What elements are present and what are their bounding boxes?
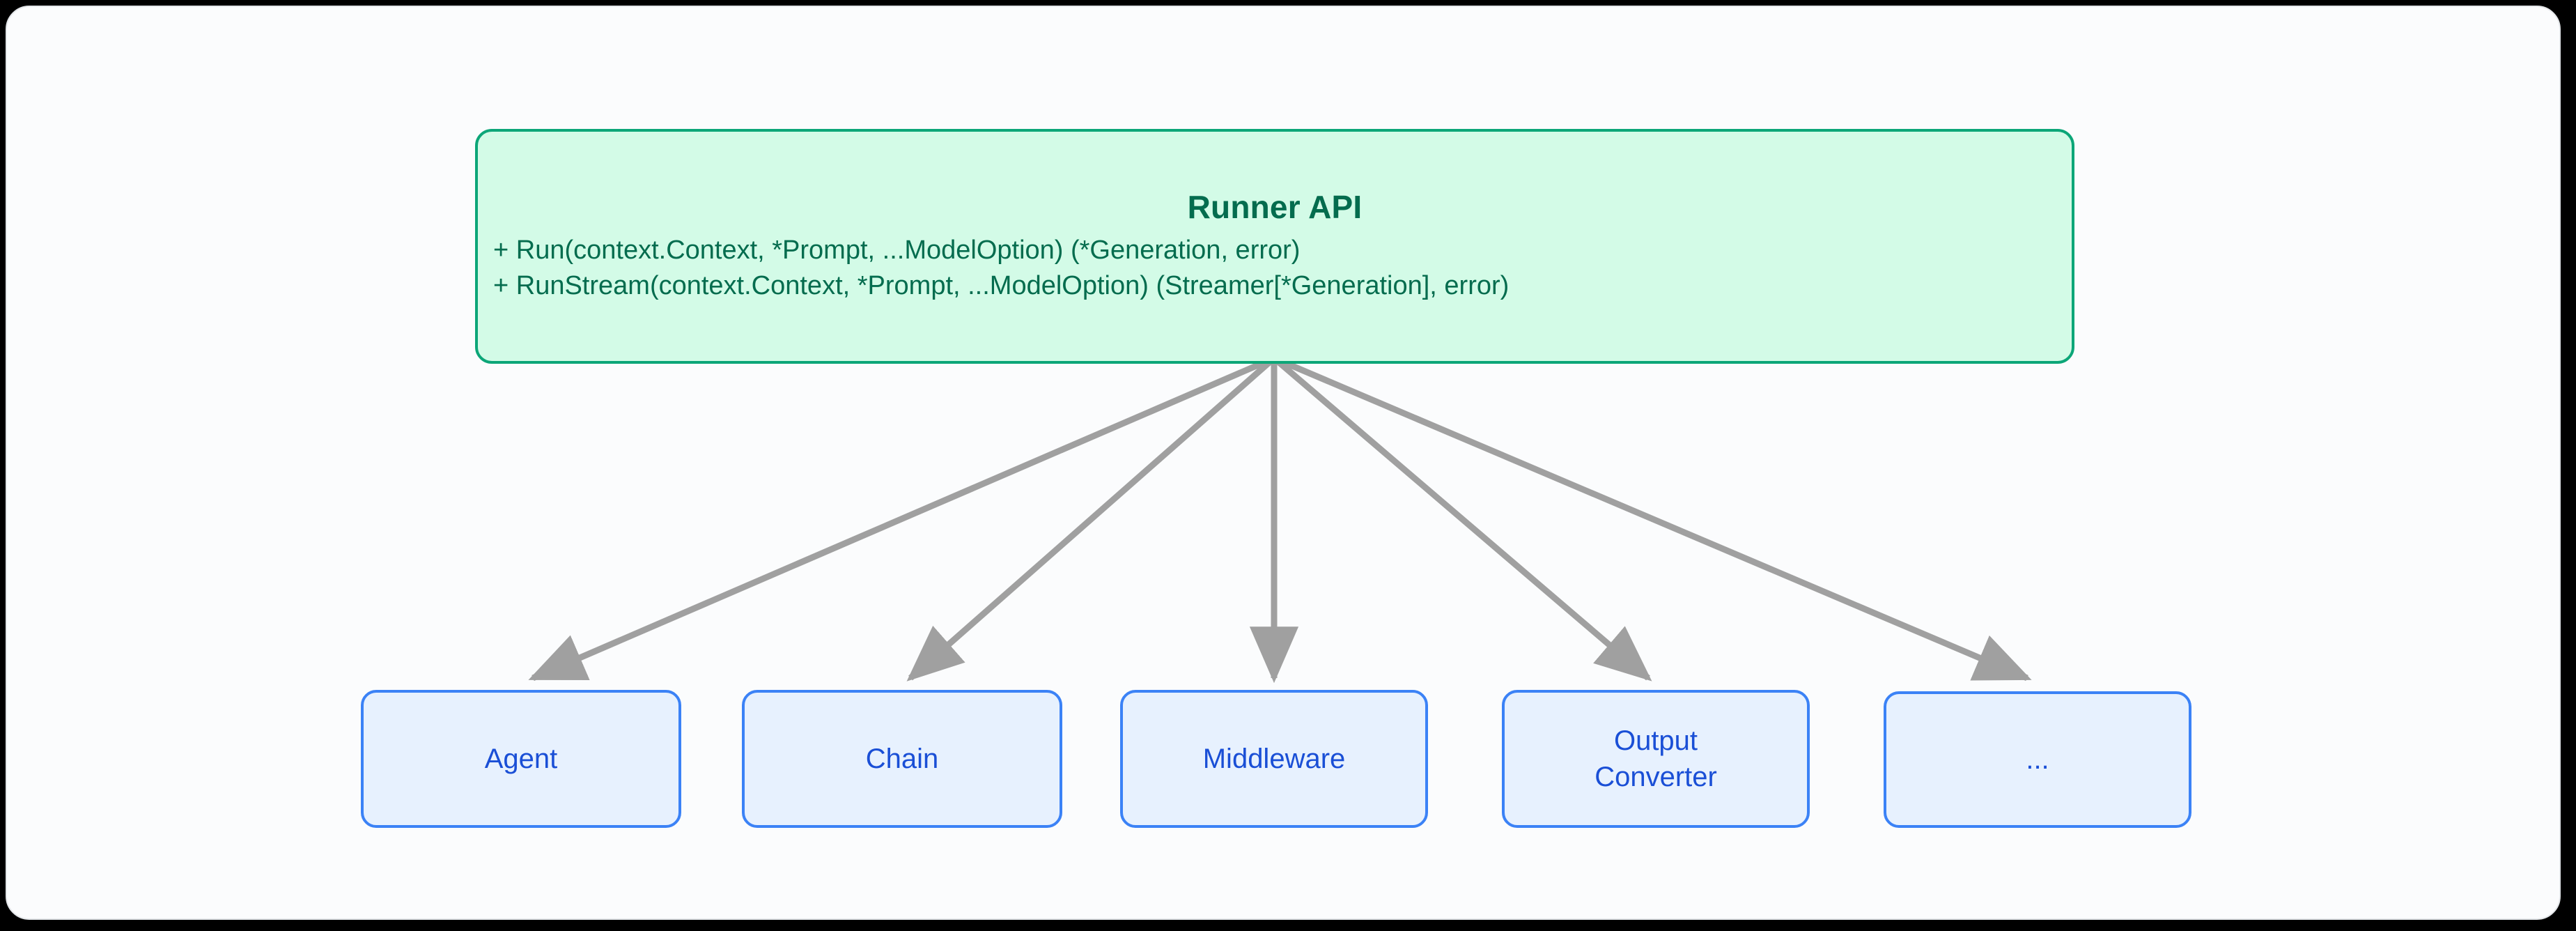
node-runner-api[interactable]: Runner API + Run(context.Context, *Promp… xyxy=(475,129,2074,364)
diagram-canvas: Runner API + Run(context.Context, *Promp… xyxy=(7,7,2559,918)
connector-runner-api-to-more xyxy=(1273,355,2032,682)
connector-runner-api-to-output-converter xyxy=(1272,355,1652,682)
node-agent-label: Agent xyxy=(484,744,558,774)
runner-api-method-run: + Run(context.Context, *Prompt, ...Model… xyxy=(493,235,1301,265)
node-more[interactable]: ... xyxy=(1884,691,2191,828)
node-more-label: ... xyxy=(2026,744,2049,775)
diagram-frame: Runner API + Run(context.Context, *Promp… xyxy=(6,6,2561,920)
node-output-converter[interactable]: Output Converter xyxy=(1502,690,1810,828)
runner-api-method-runstream: + RunStream(context.Context, *Prompt, ..… xyxy=(493,270,1510,300)
node-chain-label: Chain xyxy=(865,744,939,774)
node-middleware-label: Middleware xyxy=(1202,744,1346,774)
runner-api-title: Runner API xyxy=(1187,188,1363,225)
node-agent[interactable]: Agent xyxy=(361,690,681,828)
connector-runner-api-to-chain xyxy=(906,355,1276,682)
node-output-converter-label: Output Converter xyxy=(1595,725,1717,792)
node-chain[interactable]: Chain xyxy=(742,690,1062,828)
node-middleware[interactable]: Middleware xyxy=(1120,690,1428,828)
connector-runner-api-to-agent xyxy=(528,355,1275,682)
